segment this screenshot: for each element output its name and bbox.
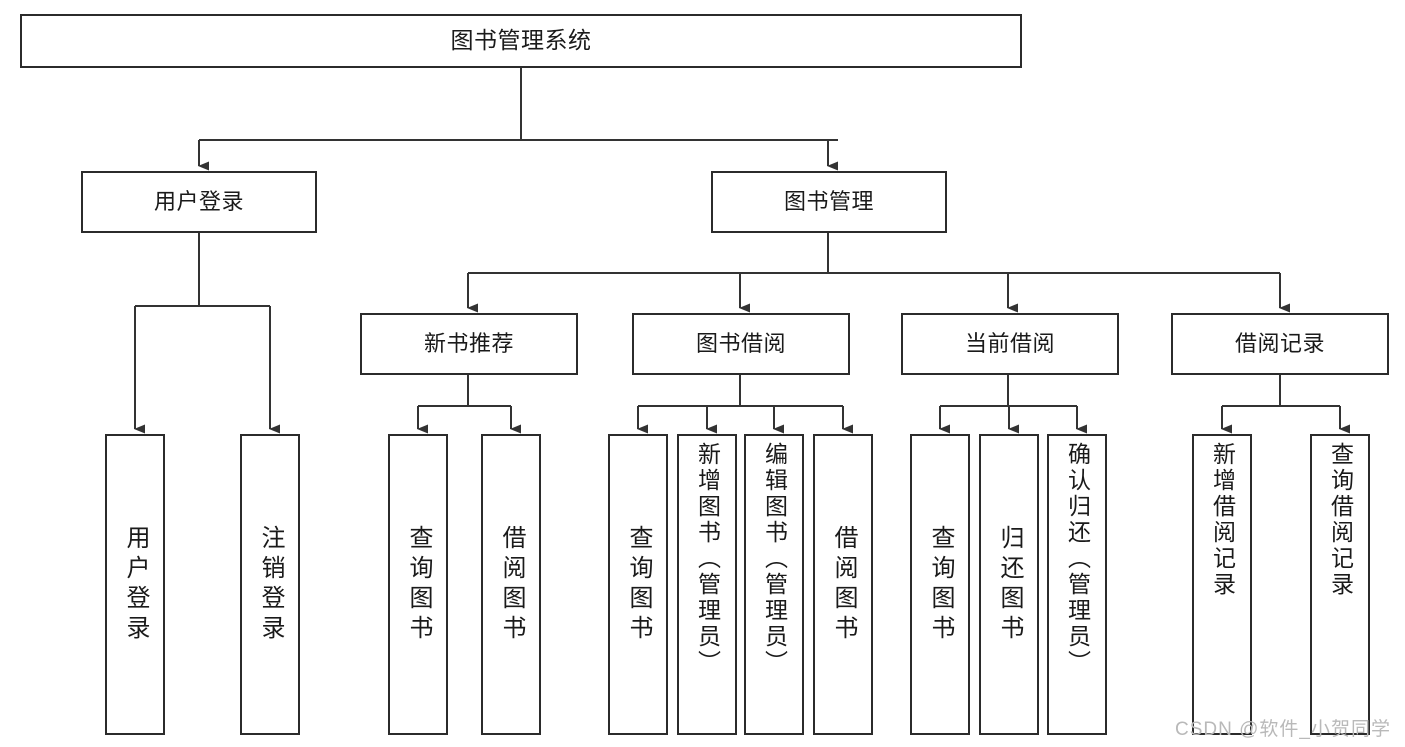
leaf-book-borrow-query-books[interactable]: 查询图书	[608, 434, 668, 735]
node-label: 查询图书	[625, 524, 652, 645]
node-label: 新书推荐	[423, 331, 514, 357]
node-label: 确认归还（管理员）	[1064, 442, 1091, 676]
leaf-new-book-borrow-books[interactable]: 借阅图书	[481, 434, 541, 735]
node-new-book-recommendation[interactable]: 新书推荐	[360, 313, 578, 375]
node-label: 用户登录	[153, 189, 244, 215]
node-label: 查询借阅记录	[1327, 442, 1354, 598]
leaf-current-borrow-return-books[interactable]: 归还图书	[979, 434, 1039, 735]
node-label: 查询图书	[405, 524, 432, 645]
leaf-book-borrow-edit-book-admin[interactable]: 编辑图书（管理员）	[744, 434, 804, 735]
node-label: 当前借阅	[964, 331, 1055, 357]
leaf-borrow-record-query-record[interactable]: 查询借阅记录	[1310, 434, 1370, 735]
leaf-borrow-record-add-record[interactable]: 新增借阅记录	[1192, 434, 1252, 735]
node-label: 查询图书	[927, 524, 954, 645]
node-label: 新增借阅记录	[1209, 442, 1236, 598]
node-current-borrowing[interactable]: 当前借阅	[901, 313, 1119, 375]
node-borrow-records[interactable]: 借阅记录	[1171, 313, 1389, 375]
node-label: 借阅图书	[498, 524, 525, 645]
node-label: 图书管理	[783, 189, 874, 215]
node-label: 图书管理系统	[450, 27, 592, 54]
node-book-borrowing[interactable]: 图书借阅	[632, 313, 850, 375]
leaf-book-borrow-borrow-books[interactable]: 借阅图书	[813, 434, 873, 735]
node-book-management[interactable]: 图书管理	[711, 171, 947, 233]
node-user-login[interactable]: 用户登录	[81, 171, 317, 233]
node-root-book-management-system[interactable]: 图书管理系统	[20, 14, 1022, 68]
node-label: 借阅记录	[1234, 331, 1325, 357]
leaf-current-borrow-confirm-return-admin[interactable]: 确认归还（管理员）	[1047, 434, 1107, 735]
leaf-logout[interactable]: 注销登录	[240, 434, 300, 735]
leaf-book-borrow-add-book-admin[interactable]: 新增图书（管理员）	[677, 434, 737, 735]
node-label: 注销登录	[257, 524, 284, 645]
node-label: 借阅图书	[830, 524, 857, 645]
node-label: 新增图书（管理员）	[694, 442, 721, 676]
leaf-new-book-query-books[interactable]: 查询图书	[388, 434, 448, 735]
leaf-current-borrow-query-books[interactable]: 查询图书	[910, 434, 970, 735]
node-label: 图书借阅	[695, 331, 786, 357]
leaf-user-login[interactable]: 用户登录	[105, 434, 165, 735]
node-label: 用户登录	[122, 524, 149, 645]
node-label: 归还图书	[996, 524, 1023, 645]
watermark-text: CSDN @软件_小贺同学	[1175, 719, 1391, 740]
node-label: 编辑图书（管理员）	[761, 442, 788, 676]
